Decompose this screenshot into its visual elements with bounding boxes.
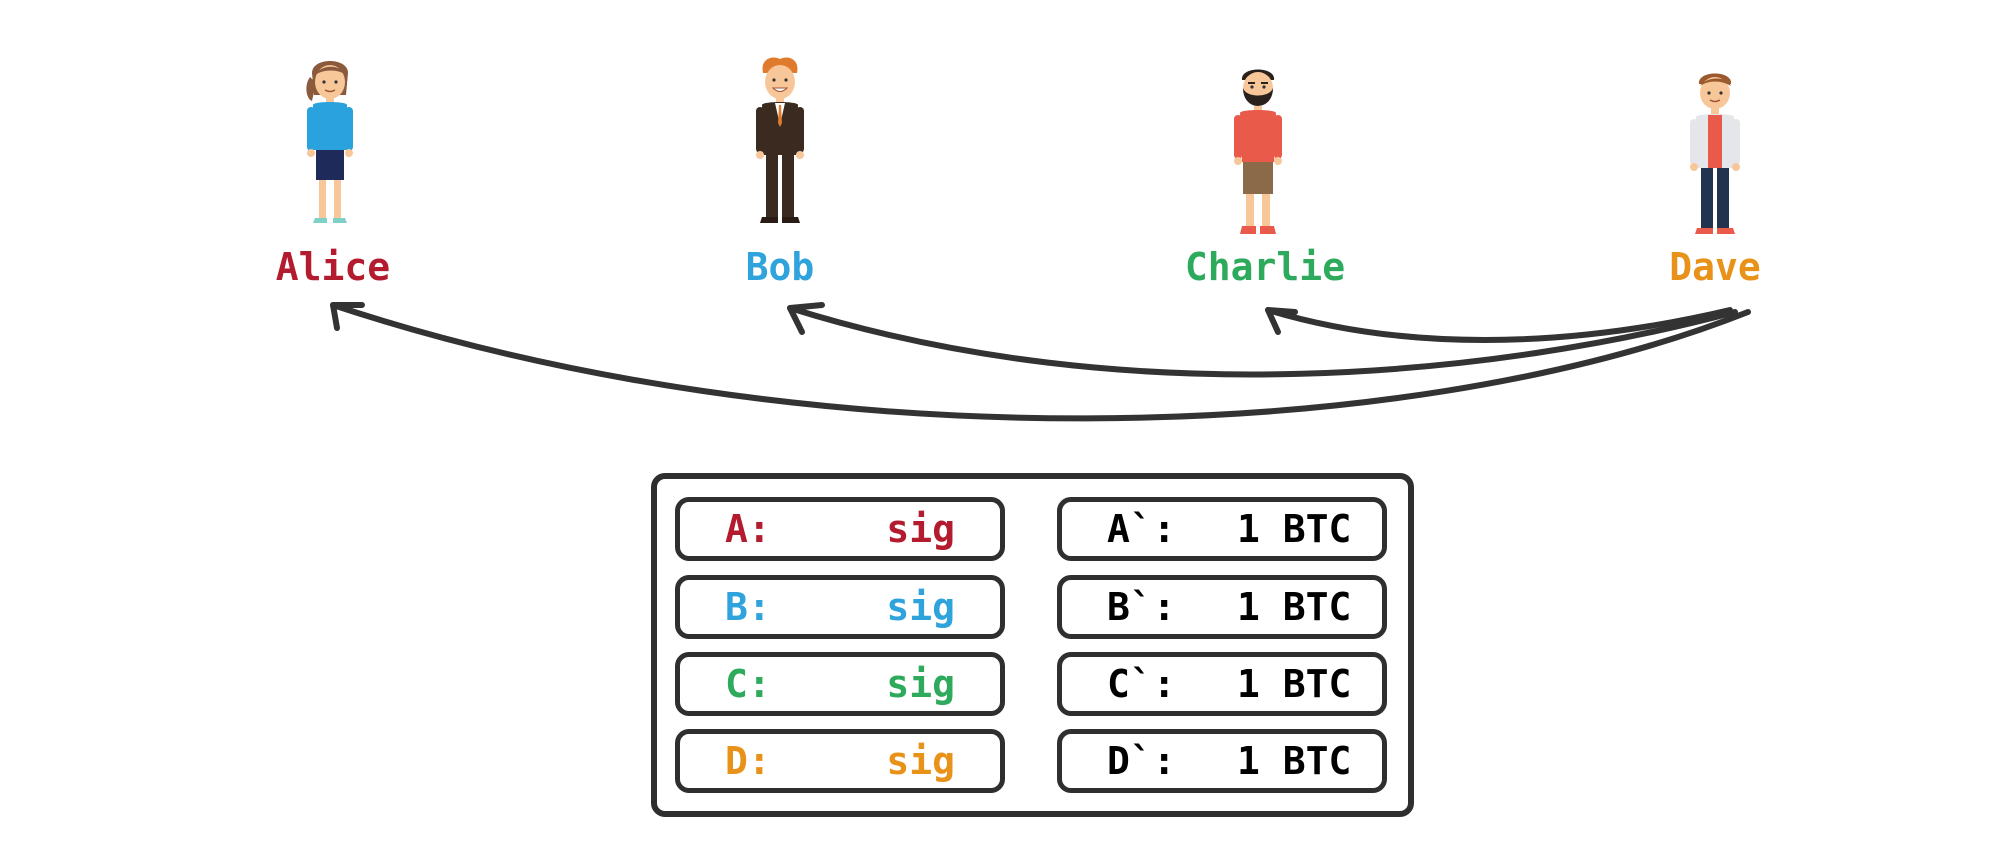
- input-row: D: sig: [675, 729, 1005, 793]
- input-key: A:: [725, 507, 771, 551]
- input-value: sig: [886, 585, 955, 629]
- input-value: sig: [886, 739, 955, 783]
- output-row: C`: 1 BTC: [1057, 652, 1387, 716]
- person-name-charlie: Charlie: [1184, 245, 1346, 289]
- output-key: B`:: [1107, 585, 1176, 629]
- input-key: B:: [725, 585, 771, 629]
- output-amount: 1 BTC: [1237, 507, 1352, 551]
- alice-figure: [250, 55, 410, 225]
- output-amount: 1 BTC: [1237, 739, 1352, 783]
- input-row: B: sig: [675, 575, 1005, 639]
- output-row: A`: 1 BTC: [1057, 497, 1387, 561]
- arrow-head-alice: [330, 302, 365, 331]
- person-name-dave: Dave: [1669, 245, 1761, 289]
- arrow-head-bob: [787, 302, 825, 335]
- output-key: A`:: [1107, 507, 1176, 551]
- arrow-dave-to-alice: [330, 302, 1751, 422]
- input-key: C:: [725, 662, 771, 706]
- person-name-bob: Bob: [745, 245, 815, 289]
- output-row: D`: 1 BTC: [1057, 729, 1387, 793]
- charlie-figure: [1178, 62, 1338, 237]
- output-key: D`:: [1107, 739, 1176, 783]
- arrow-dave-to-bob: [787, 305, 1738, 378]
- man-in-suit-icon: [756, 57, 804, 223]
- bob-figure: [700, 55, 860, 225]
- arrow-dave-to-charlie: [1265, 307, 1733, 343]
- output-amount: 1 BTC: [1237, 662, 1352, 706]
- output-key: C`:: [1107, 662, 1176, 706]
- output-row: B`: 1 BTC: [1057, 575, 1387, 639]
- transaction-box: A: sig B: sig C: sig D: sig A`: 1 BTC B`…: [651, 473, 1414, 817]
- bearded-man-icon: [1234, 69, 1282, 234]
- input-value: sig: [886, 507, 955, 551]
- arrow-head-charlie: [1265, 307, 1298, 335]
- output-amount: 1 BTC: [1237, 585, 1352, 629]
- person-name-alice: Alice: [275, 245, 391, 289]
- input-row: C: sig: [675, 652, 1005, 716]
- input-row: A: sig: [675, 497, 1005, 561]
- man-in-jacket-icon: [1690, 73, 1740, 234]
- input-value: sig: [886, 662, 955, 706]
- input-key: D:: [725, 739, 771, 783]
- woman-icon: [306, 61, 353, 223]
- dave-figure: [1635, 68, 1795, 238]
